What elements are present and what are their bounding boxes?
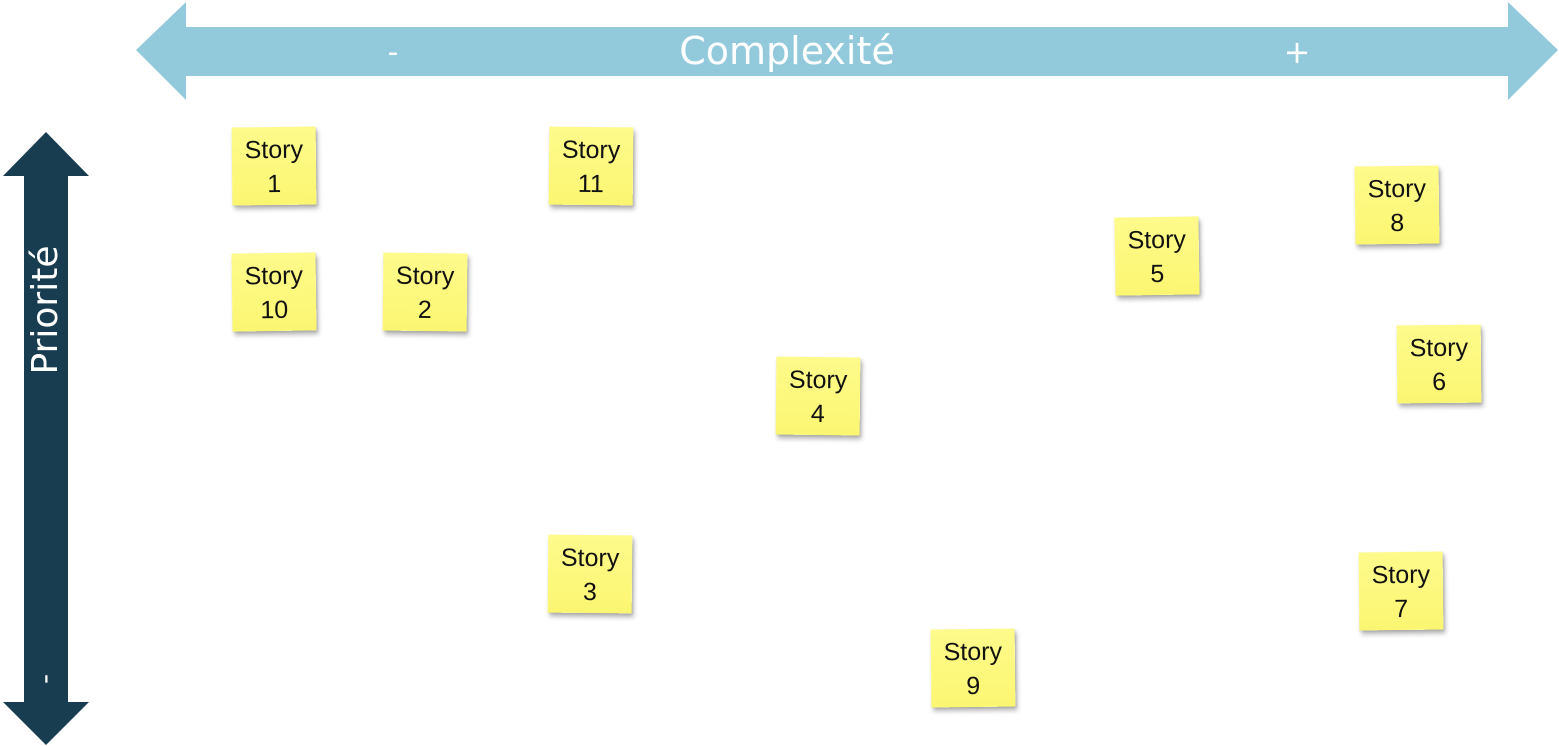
priority-arrow <box>3 132 89 745</box>
note-number: 7 <box>1394 594 1409 624</box>
sticky-note-story-3[interactable]: Story 3 <box>547 534 633 614</box>
note-number: 11 <box>577 169 604 199</box>
complexity-arrow <box>136 2 1558 100</box>
note-title: Story <box>395 261 455 291</box>
sticky-note-story-7[interactable]: Story 7 <box>1358 551 1444 631</box>
sticky-note-story-4[interactable]: Story 4 <box>775 356 861 436</box>
note-title: Story <box>1127 225 1187 255</box>
note-number: 1 <box>267 169 282 199</box>
sticky-note-story-9[interactable]: Story 9 <box>930 628 1016 708</box>
note-title: Story <box>560 543 620 573</box>
note-title: Story <box>1409 333 1469 363</box>
complexity-high-label: + <box>1284 33 1311 71</box>
sticky-note-story-11[interactable]: Story 11 <box>548 126 634 206</box>
sticky-note-story-1[interactable]: Story 1 <box>231 126 317 206</box>
note-title: Story <box>1367 174 1427 204</box>
note-title: Story <box>561 135 621 165</box>
note-title: Story <box>788 365 848 395</box>
note-number: 2 <box>417 295 432 325</box>
note-title: Story <box>1371 560 1431 590</box>
sticky-note-story-5[interactable]: Story 5 <box>1114 216 1200 296</box>
note-number: 5 <box>1150 259 1165 289</box>
complexity-low-label: - <box>388 35 399 70</box>
sticky-note-story-10[interactable]: Story 10 <box>231 252 317 332</box>
note-number: 8 <box>1390 208 1405 238</box>
sticky-note-story-2[interactable]: Story 2 <box>382 252 468 332</box>
note-number: 3 <box>582 577 597 607</box>
note-number: 6 <box>1432 367 1447 397</box>
complexity-axis-label: Complexité <box>679 29 895 73</box>
note-number: 10 <box>260 295 289 325</box>
note-title: Story <box>943 637 1003 667</box>
note-number: 9 <box>966 671 981 701</box>
priority-low-label: - <box>28 674 61 684</box>
priority-axis-label: Priorité <box>25 246 66 375</box>
note-title: Story <box>244 261 304 291</box>
note-title: Story <box>244 135 304 165</box>
sticky-note-story-6[interactable]: Story 6 <box>1396 324 1482 404</box>
note-number: 4 <box>810 399 825 429</box>
sticky-note-story-8[interactable]: Story 8 <box>1354 165 1440 245</box>
